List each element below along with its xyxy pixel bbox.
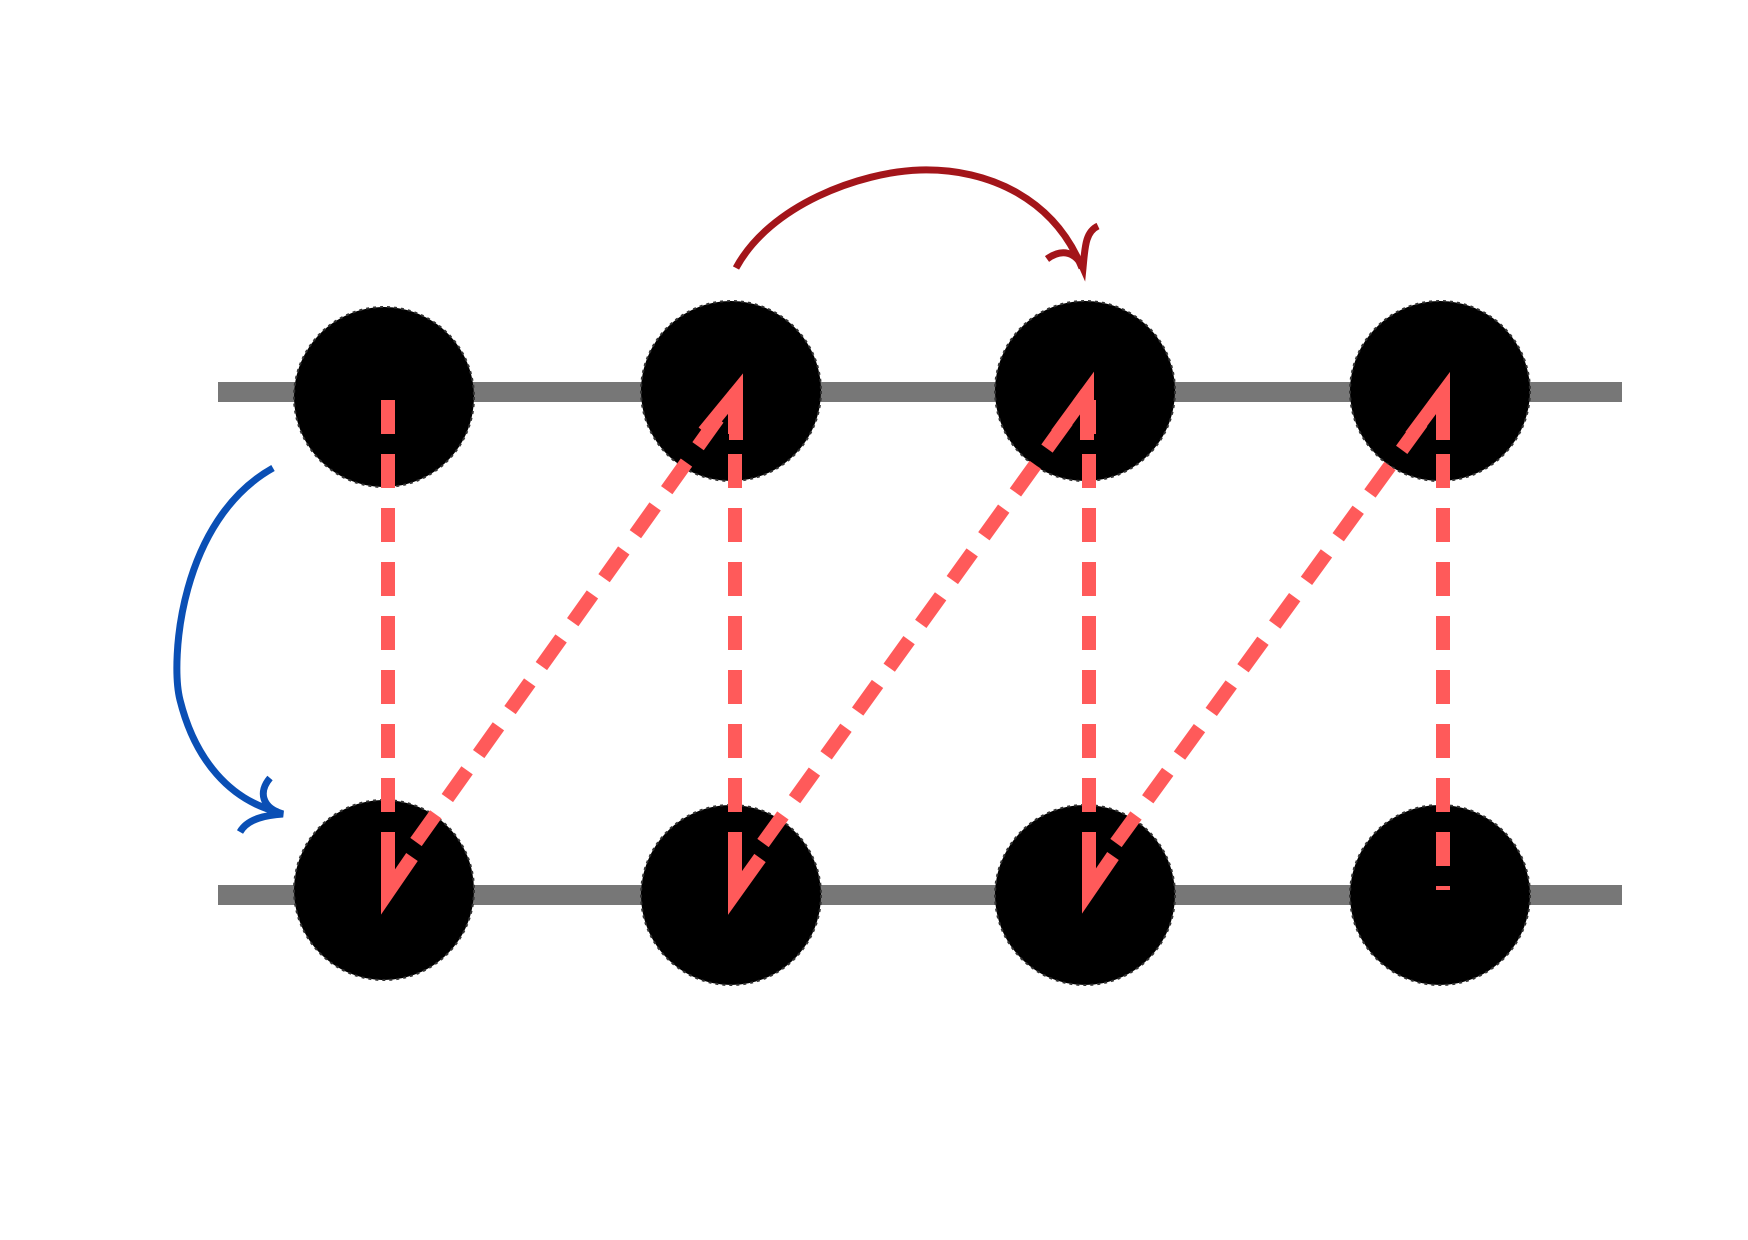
path-down-1-arrowhead <box>381 848 418 915</box>
row-step-arc <box>173 464 279 816</box>
path-down-2-arrowhead <box>728 848 766 915</box>
path-diag-2 <box>757 388 1093 848</box>
traversal-path <box>381 371 1450 915</box>
path-diag-1 <box>410 388 742 847</box>
row-step-arrow <box>173 464 285 835</box>
column-step-arc <box>732 166 1086 270</box>
path-diag-3 <box>1110 388 1449 848</box>
path-down-3-arrowhead <box>1082 848 1119 914</box>
row-step-arrowhead <box>236 775 285 835</box>
node-bottom-4 <box>1349 804 1531 986</box>
column-step-arrowhead <box>1044 222 1100 282</box>
column-step-arrow <box>732 166 1100 282</box>
